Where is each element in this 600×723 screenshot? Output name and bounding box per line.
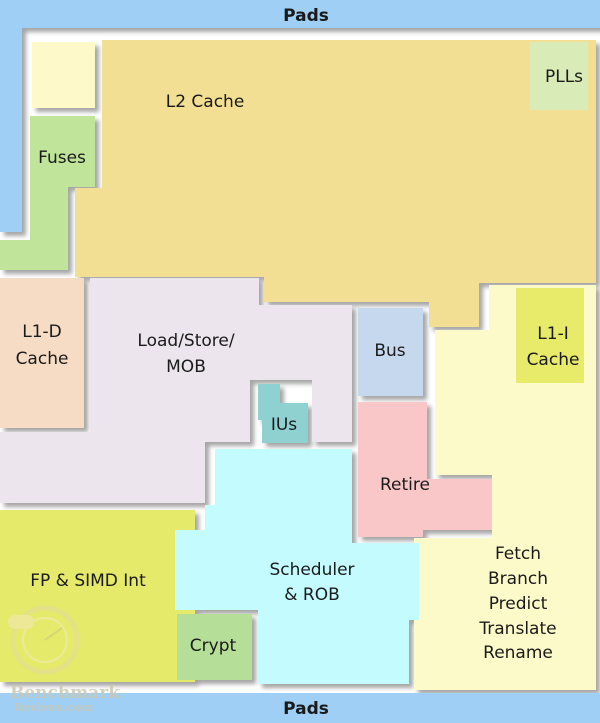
- bus-region: [358, 308, 423, 396]
- l1i-cache-label-line1: L1-I: [537, 324, 568, 344]
- scheduler-rob-region: [175, 449, 419, 684]
- pads-top-region: [0, 0, 600, 232]
- pads-bottom-region: [0, 693, 600, 723]
- l1d-cache-label-line1: L1-D: [22, 322, 62, 342]
- fetch-branch-region: [414, 285, 596, 690]
- fuses-region: [0, 116, 95, 270]
- l1d-cache-label-line2: Cache: [16, 349, 69, 369]
- logo-text-sub: Reviews.com: [14, 701, 93, 714]
- scheduler-label-line2: & ROB: [284, 585, 340, 605]
- pads-top-label: Pads: [283, 6, 329, 26]
- l2-cache-region: [75, 40, 596, 327]
- crypt-region: [177, 614, 252, 680]
- fetch-label-line3: Predict: [489, 594, 548, 614]
- bus-label: Bus: [374, 341, 405, 361]
- crypt-label: Crypt: [190, 636, 237, 656]
- l1d-cache-region: [0, 278, 84, 428]
- scheduler-label-line1: Scheduler: [269, 560, 354, 580]
- fuses-label: Fuses: [38, 148, 86, 168]
- retire-region: [358, 402, 492, 537]
- cream-block-topleft: [32, 42, 95, 108]
- l1i-cache-region: [516, 288, 584, 383]
- fp-simd-label: FP & SIMD Int: [30, 571, 146, 591]
- benchmark-reviews-logo: Benchmark Reviews.com: [8, 605, 121, 714]
- plls-region: [530, 42, 588, 110]
- ius-region: [258, 384, 308, 443]
- ius-label: IUs: [271, 415, 297, 435]
- load-store-mob-region: [0, 278, 352, 503]
- l1i-cache-label-line2: Cache: [527, 350, 580, 370]
- logo-gauge-icon: [10, 605, 80, 675]
- pads-bottom-label: Pads: [283, 699, 329, 719]
- fp-simd-region: [0, 510, 195, 682]
- fetch-label-line2: Branch: [488, 569, 548, 589]
- load-store-label-line2: MOB: [166, 357, 206, 377]
- logo-text-main: Benchmark: [10, 683, 121, 703]
- retire-label: Retire: [380, 475, 430, 495]
- plls-label: PLLs: [545, 67, 583, 87]
- fetch-label-line1: Fetch: [495, 544, 541, 564]
- load-store-label-line1: Load/Store/: [137, 331, 234, 351]
- fetch-label-line5: Rename: [483, 643, 553, 663]
- l2-cache-label: L2 Cache: [166, 92, 245, 112]
- fetch-label-line4: Translate: [478, 619, 556, 639]
